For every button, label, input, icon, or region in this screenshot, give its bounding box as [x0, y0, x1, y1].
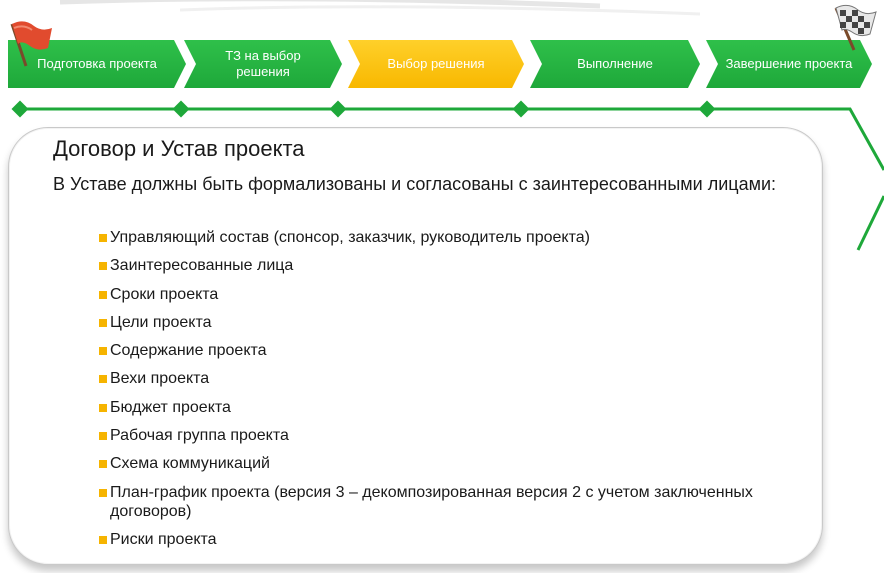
bullet-icon	[99, 460, 107, 469]
bullet-icon	[99, 403, 107, 412]
content-card: Договор и Устав проекта В Уставе должны …	[8, 127, 823, 565]
list-item: Риски проекта	[97, 530, 817, 549]
finish-flag-icon	[834, 4, 877, 51]
milestone-5	[698, 100, 716, 118]
bullet-icon	[99, 535, 107, 544]
list-item: Бюджет проекта	[97, 398, 817, 417]
stage-execution[interactable]: Выполнение	[530, 40, 700, 88]
list-item: Управляющий состав (спонсор, заказчик, р…	[97, 228, 817, 247]
milestone-3	[329, 100, 347, 118]
list-item: Цели проекта	[97, 313, 817, 332]
charter-items-list: Управляющий состав (спонсор, заказчик, р…	[97, 228, 817, 558]
card-lead-text: В Уставе должны быть формализованы и сог…	[53, 174, 777, 194]
bullet-icon	[99, 234, 107, 242]
start-flag-icon	[10, 21, 52, 67]
bullet-icon	[99, 375, 107, 384]
list-item: Схема коммуникаций	[97, 454, 817, 473]
list-item: План-график проекта (версия 3 – декомпоз…	[97, 483, 817, 521]
header-swoosh	[59, 0, 701, 16]
list-item: Рабочая группа проекта	[97, 426, 817, 445]
milestone-1	[11, 100, 29, 118]
list-item: Содержание проекта	[97, 341, 817, 360]
stage-requirements[interactable]: ТЗ на выбор решения	[184, 40, 342, 88]
bullet-icon	[99, 347, 107, 356]
milestone-4	[512, 100, 530, 118]
bullet-icon	[99, 488, 107, 497]
list-item: Вехи проекта	[97, 369, 817, 388]
list-item: Сроки проекта	[97, 285, 817, 304]
bullet-icon	[99, 262, 107, 271]
stage-completion[interactable]: Завершение проекта	[706, 40, 872, 88]
list-item: Заинтересованные лица	[97, 256, 817, 275]
bullet-icon	[99, 432, 107, 441]
stage-solution-choice[interactable]: Выбор решения	[348, 40, 524, 88]
milestone-2	[172, 100, 190, 118]
bullet-icon	[99, 290, 107, 299]
bullet-icon	[99, 318, 107, 327]
card-title: Договор и Устав проекта	[53, 136, 305, 161]
